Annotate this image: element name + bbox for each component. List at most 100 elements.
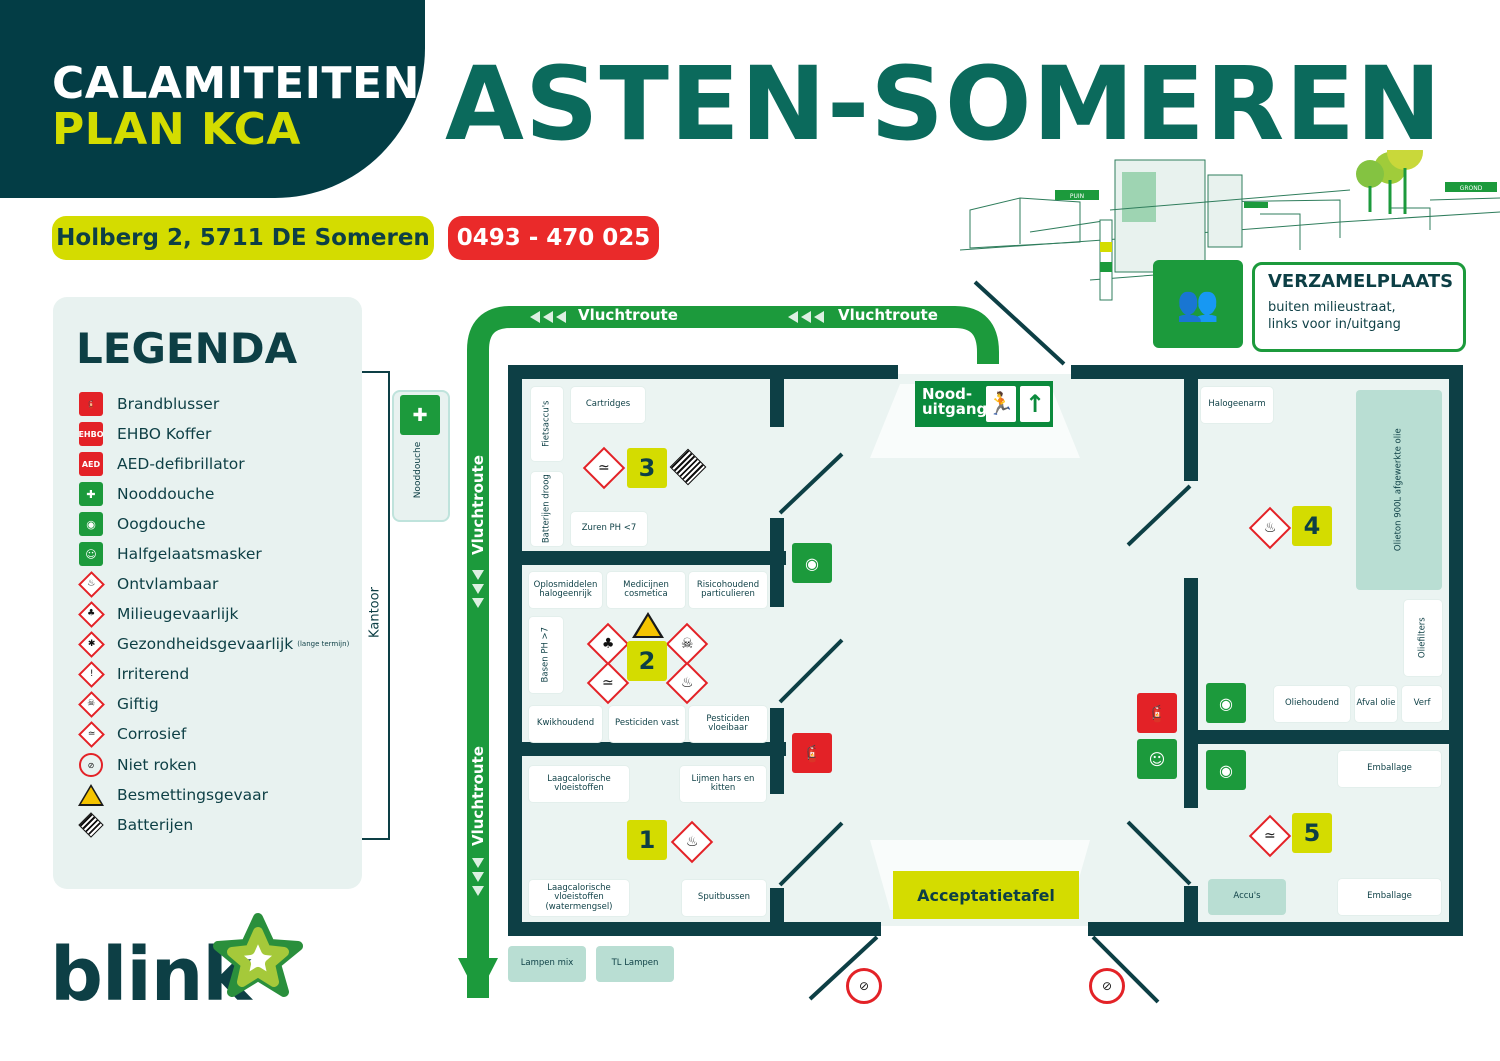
verzamelplaats-title: VERZAMELPLAATS: [1268, 271, 1454, 292]
verzamelplaats-text-2: links voor in/uitgang: [1268, 317, 1401, 332]
kantoor-bracket: [362, 371, 390, 840]
cell-laagcalorische-watermengsel: Laagcalorische vloeistoffen (watermengse…: [529, 880, 629, 916]
wall-top-right: [1071, 365, 1463, 379]
zone-3-number: 3: [627, 448, 667, 488]
legend-title: LEGENDA: [76, 324, 298, 373]
cell-risicohoudend: Risicohoudend particulieren: [689, 572, 767, 608]
nooduitgang-label: Nood- uitgang: [922, 385, 988, 418]
vluchtroute-label-top-left: Vluchtroute: [578, 306, 678, 324]
cell-cartridges: Cartridges: [571, 387, 645, 423]
cell-oplosmiddelen: Oplosmiddelen halogeenrijk: [529, 572, 602, 608]
cell-pesticiden-vloeibaar: Pesticiden vloeibaar: [689, 706, 767, 742]
biohazard-icon: [78, 784, 104, 806]
legend-item-halfgelaatsmasker: ☺ Halfgelaatsmasker: [76, 540, 262, 568]
emergency-shower-icon: ✚: [400, 395, 440, 435]
wall-right-stub-1: [1184, 379, 1198, 481]
legend-item-ehbo: EHBO EHBO Koffer: [76, 420, 211, 448]
wall-stub-4: [770, 888, 784, 926]
acceptatietafel: Acceptatietafel: [893, 871, 1079, 919]
cell-emballage-bottom: Emballage: [1338, 879, 1441, 915]
legend-item-besmettingsgevaar: Besmettingsgevaar: [76, 781, 268, 809]
header-block: [0, 0, 425, 198]
legend-item-batterijen: Batterijen: [76, 811, 193, 839]
legend-item-oogdouche: ◉ Oogdouche: [76, 510, 206, 538]
cell-olieton: Olieton 900L afgewerkte olie: [1356, 390, 1442, 590]
cell-lampen-mix: Lampen mix: [508, 946, 586, 982]
running-man-icon: 🏃: [986, 386, 1016, 422]
wall-inner-2: [522, 742, 786, 756]
sign-puin: PUIN: [1070, 193, 1084, 200]
legend-item-niet-roken: ⊘ Niet roken: [76, 751, 197, 779]
cell-oliefilters: Oliefilters: [1404, 600, 1442, 676]
eye-shower-icon: ◉: [1206, 683, 1246, 723]
no-smoking-icon: ⊘: [1089, 968, 1125, 1004]
legend-item-ontvlambaar: ♨ Ontvlambaar: [76, 570, 218, 598]
legend-item-brandblusser: 🧯 Brandblusser: [76, 390, 219, 418]
wall-stub-1: [770, 379, 784, 427]
zone-5-number: 5: [1292, 813, 1332, 853]
zone-2-number: 2: [627, 641, 667, 681]
legend-item-gezondheidsgevaarlijk: ✱ Gezondheidsgevaarlijk (lange termijn): [76, 630, 349, 658]
wall-bottom-left: [508, 922, 881, 936]
cell-accus: Accu's: [1208, 879, 1286, 915]
fire-extinguisher-icon: 🧯: [792, 733, 832, 773]
wall-right-inner: [1198, 730, 1450, 744]
cell-emballage-top: Emballage: [1338, 751, 1441, 787]
phone-pill[interactable]: 0493 - 470 025: [448, 216, 659, 260]
legend-item-aed: AED AED-defibrillator: [76, 450, 245, 478]
cell-laagcalorische-vloeistoffen: Laagcalorische vloeistoffen: [529, 766, 629, 802]
no-smoking-icon: ⊘: [79, 753, 103, 777]
zone-4-number: 4: [1292, 506, 1332, 546]
fire-extinguisher-icon: 🧯: [79, 392, 103, 416]
eye-shower-icon: ◉: [79, 512, 103, 536]
location-title: ASTEN-SOMEREN: [445, 45, 1443, 164]
cell-kwikhoudend: Kwikhoudend: [529, 706, 602, 742]
cell-spuitbussen: Spuitbussen: [682, 880, 766, 916]
cell-verf: Verf: [1402, 686, 1442, 722]
no-smoking-icon: ⊘: [846, 968, 882, 1004]
legend-item-nooddouche: ✚ Nooddouche: [76, 480, 214, 508]
cell-zuren: Zuren PH <7: [571, 512, 647, 546]
title-plan-kca: PLAN KCA: [52, 104, 301, 155]
wall-stub-2: [770, 518, 784, 607]
wall-stub-3: [770, 708, 784, 794]
cell-halogeenarm: Halogeenarm: [1201, 387, 1273, 423]
cell-lijmen: Lijmen hars en kitten: [680, 766, 766, 802]
wall-right-stub-2: [1184, 578, 1198, 808]
emergency-shower-icon: ✚: [79, 482, 103, 506]
wall-right-stub-3: [1184, 886, 1198, 926]
blink-star-icon: [213, 913, 303, 997]
eye-shower-icon: ◉: [1206, 750, 1246, 790]
legend-item-giftig: ☠ Giftig: [76, 690, 159, 718]
cell-fietsaccus: Fietsaccu's: [531, 387, 563, 461]
address-pill: Holberg 2, 5711 DE Someren: [52, 216, 434, 260]
vluchtroute-label-top-right: Vluchtroute: [838, 306, 938, 324]
legend-item-milieugevaarlijk: ♣ Milieugevaarlijk: [76, 600, 238, 628]
biohazard-icon: [632, 612, 664, 638]
cell-tl-lampen: TL Lampen: [596, 946, 674, 982]
cell-basen: Basen PH >7: [529, 617, 563, 693]
aed-icon: AED: [79, 452, 103, 476]
cell-batterijen-droog: Batterijen droog: [531, 472, 563, 546]
zone-1-number: 1: [627, 820, 667, 860]
half-mask-icon: ☺: [79, 542, 103, 566]
cell-medicijnen: Medicijnen cosmetica: [607, 572, 685, 608]
half-mask-icon: ☺: [1137, 739, 1177, 779]
cell-afval-olie: Afval olie: [1355, 686, 1397, 722]
eye-shower-icon: ◉: [792, 543, 832, 583]
wall-top-left: [508, 365, 898, 379]
first-aid-kit-icon: EHBO: [78, 422, 104, 446]
wall-right: [1449, 365, 1463, 936]
legend-panel: [53, 297, 362, 889]
title-calamiteiten: CALAMITEITEN: [52, 58, 420, 109]
wall-inner-1: [522, 551, 786, 565]
cell-pesticiden-vast: Pesticiden vast: [609, 706, 685, 742]
assembly-point-icon: 👥: [1153, 260, 1243, 348]
wall-left: [508, 365, 522, 936]
verzamelplaats-text-1: buiten milieustraat,: [1268, 300, 1396, 315]
verzamelplaats-box: [1252, 262, 1466, 352]
wall-bottom-right: [1088, 922, 1463, 936]
fire-extinguisher-icon: 🧯: [1137, 693, 1177, 733]
legend-item-irriterend: ! Irriterend: [76, 660, 189, 688]
